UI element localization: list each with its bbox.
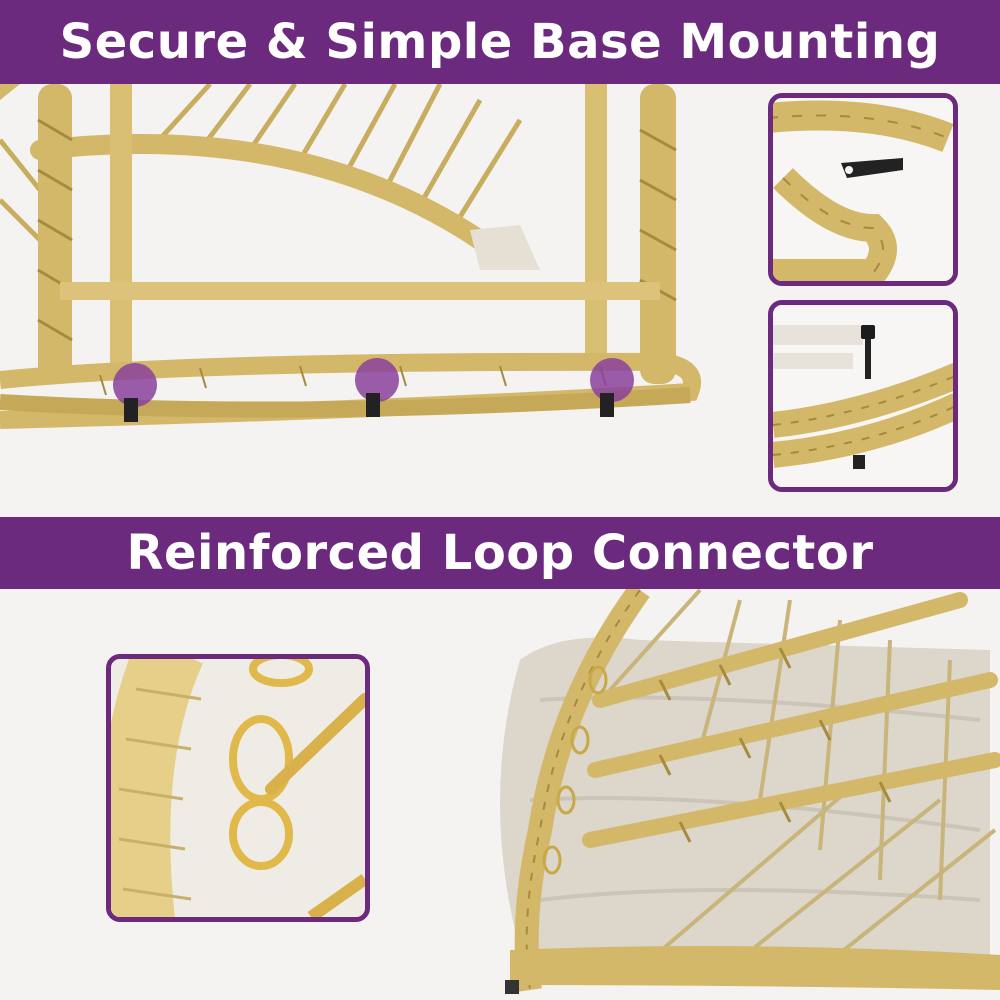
loop-connector-image [111,659,365,917]
screw-detail-inset [768,300,958,492]
bracket-detail-inset [768,93,958,286]
mounting-point-markers [113,358,634,422]
section-title-base-mounting: Secure & Simple Base Mounting [0,0,1000,84]
loop-connector-inset [106,654,370,922]
bracket-detail-image [773,98,953,281]
section-title-base-mounting-text: Secure & Simple Base Mounting [59,14,941,70]
section-title-loop-connector-text: Reinforced Loop Connector [126,525,874,581]
screw-detail-image [773,305,953,487]
chair-illustration [500,582,1000,994]
base-frame-illustration [0,82,701,429]
section-title-loop-connector: Reinforced Loop Connector [0,517,1000,589]
